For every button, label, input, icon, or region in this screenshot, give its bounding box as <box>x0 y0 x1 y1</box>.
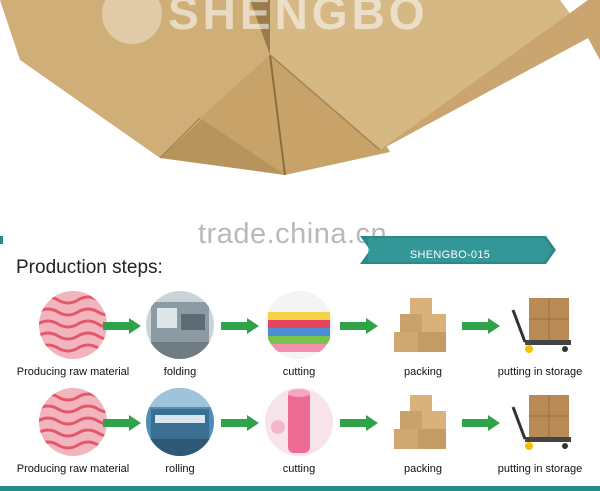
step-storage: putting in storage <box>475 290 600 380</box>
step-label: cutting <box>282 463 316 475</box>
arrow-right-icon <box>462 318 500 334</box>
rolling-machine-icon <box>146 388 214 456</box>
step-label: folding <box>163 366 197 378</box>
step-packing: packing <box>358 290 488 380</box>
banner-ribbon-icon <box>360 236 556 264</box>
bottom-accent-bar <box>0 486 600 491</box>
page-title: Production steps: <box>16 257 163 278</box>
step-label: putting in storage <box>497 463 583 475</box>
carton-boxes-icon <box>394 298 446 352</box>
step-packing: packing <box>358 387 488 477</box>
site-watermark: trade.china.cn <box>198 218 388 250</box>
arrow-right-icon <box>340 318 378 334</box>
raw-material-swatch-icon <box>39 291 107 359</box>
step-label: cutting <box>282 366 316 378</box>
step-raw-material: Producing raw material <box>8 387 138 477</box>
cardboard-box-icon <box>0 0 600 176</box>
left-accent-tick <box>0 236 3 244</box>
model-label: SHENGBO-015 <box>409 249 491 261</box>
step-label: Producing raw material <box>16 366 130 378</box>
folding-machine-icon <box>146 291 214 359</box>
arrow-right-icon <box>221 318 259 334</box>
pallet-jack-boxes-icon <box>511 395 571 450</box>
step-label: packing <box>404 366 442 378</box>
step-cutting: cutting <box>234 290 364 380</box>
step-rolling: rolling <box>115 387 245 477</box>
production-row-2: Producing raw material rolling <box>0 387 600 477</box>
step-label: rolling <box>165 463 195 475</box>
arrow-right-icon <box>340 415 378 431</box>
step-raw-material: Producing raw material <box>8 290 138 380</box>
step-label: packing <box>404 463 442 475</box>
step-cutting: cutting <box>234 387 364 477</box>
pallet-jack-boxes-icon <box>511 298 571 353</box>
pink-roll-icon <box>265 388 333 456</box>
step-folding: folding <box>115 290 245 380</box>
step-storage: putting in storage <box>475 387 600 477</box>
brand-watermark: SHENGBO <box>168 0 429 39</box>
arrow-right-icon <box>221 415 259 431</box>
colored-cloth-stack-icon <box>265 291 333 359</box>
step-label: Producing raw material <box>16 463 130 475</box>
hero-cardboard-box-image: SHENGBO <box>0 0 600 200</box>
production-row-1: Producing raw material folding <box>0 290 600 380</box>
model-banner: SHENGBO-015 <box>360 236 556 264</box>
arrow-right-icon <box>103 318 141 334</box>
carton-boxes-icon <box>394 395 446 449</box>
step-label: putting in storage <box>497 366 583 378</box>
raw-material-swatch-icon <box>39 388 107 456</box>
arrow-right-icon <box>103 415 141 431</box>
arrow-right-icon <box>462 415 500 431</box>
